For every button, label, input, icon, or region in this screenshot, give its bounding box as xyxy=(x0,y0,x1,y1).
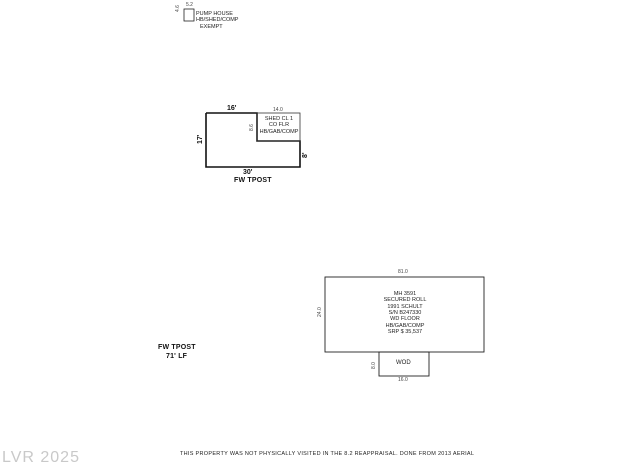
wod-side-dim: 8.0 xyxy=(371,362,377,369)
mh-line: MH 3591 xyxy=(393,291,417,297)
pump-house-outline xyxy=(183,8,195,22)
shed-line: HB/GAB/COMP xyxy=(259,128,299,135)
pump-house-top-dim: 5.2 xyxy=(186,2,193,8)
pump-house-side-dim: 4.6 xyxy=(175,5,181,12)
mh-line: 1991 SCHULT xyxy=(387,303,423,310)
wod-label: WOD xyxy=(396,360,411,366)
watermark: LVR 2025 xyxy=(2,449,80,466)
shed-side-dim: 8.6 xyxy=(249,124,255,131)
main-left-dim: 17' xyxy=(197,134,204,144)
pump-house-line: PUMP HOUSE xyxy=(196,11,233,17)
mh-line: SECURED ROLL xyxy=(383,297,427,304)
main-top-dim: 16' xyxy=(227,105,237,112)
fence-note-line1: FW TPOST xyxy=(158,344,196,351)
mh-label: MH 3591 SECURED ROLL 1991 SCHULT S/N B24… xyxy=(370,291,440,335)
pump-house-label: PUMP HOUSE HB/SHED/COMP EXEMPT xyxy=(196,11,238,30)
wod-bottom-dim: 16.0 xyxy=(398,377,408,383)
footer-note: THIS PROPERTY WAS NOT PHYSICALLY VISITED… xyxy=(180,451,475,457)
pump-house-line: HB/SHED/COMP xyxy=(196,17,239,24)
mh-side-dim: 24.0 xyxy=(317,307,323,317)
mh-line: HB/GAB/COMP xyxy=(385,322,425,329)
main-caption: FW TPOST xyxy=(234,177,272,184)
shed-line: SHED CL 1 xyxy=(264,116,294,122)
pump-house-line: EXEMPT xyxy=(200,23,223,30)
mh-line: S/N B247330 xyxy=(388,309,422,316)
mh-line: WD FLOOR xyxy=(390,316,420,323)
main-right-dim: 8' xyxy=(302,152,309,158)
mh-line: SRP $ 35,537 xyxy=(387,328,423,335)
wod-outline xyxy=(378,351,430,377)
main-bottom-dim: 30' xyxy=(243,169,253,176)
shed-line: CO FLR xyxy=(268,122,290,129)
shed-top-dim: 14.0 xyxy=(273,107,283,113)
fence-note-line2: 71' LF xyxy=(166,353,188,360)
shed-outline xyxy=(256,112,301,142)
mh-top-dim: 81.0 xyxy=(398,269,408,275)
shed-label: SHED CL 1 CO FLR HB/GAB/COMP xyxy=(258,116,300,135)
